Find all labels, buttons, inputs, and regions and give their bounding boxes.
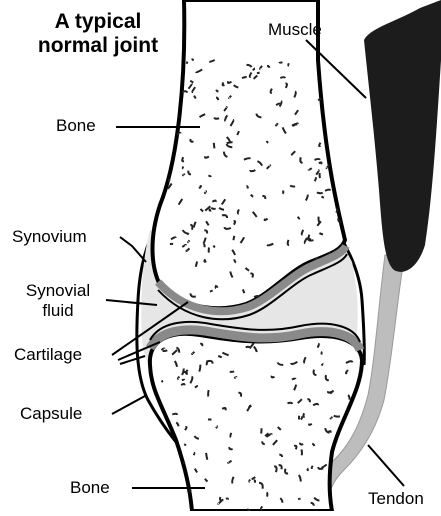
bone-speckle [163,136,166,142]
bone-speckle [254,480,255,482]
bone-speckle [196,262,197,267]
bone-speckle [337,124,343,126]
bone-speckle [319,233,323,234]
label-cartilage: Cartilage [14,345,82,365]
bone-speckle [328,81,330,83]
bone-speckle [214,143,215,149]
bone-speckle [299,416,300,420]
bone-speckle [325,190,330,191]
bone-speckle [234,236,235,240]
bone-speckle [163,350,168,351]
bone-speckle [230,433,231,437]
title-line-1: A typical [18,10,178,34]
bone-speckle [214,246,215,248]
bone-speckle [234,221,236,225]
bone-speckle [309,424,312,425]
label-muscle: Muscle [268,20,322,40]
bone-speckle [257,73,260,74]
bone-speckle [320,173,321,178]
bone-speckle [250,170,255,171]
bone-speckle [194,453,195,456]
label-bone-top: Bone [56,116,96,136]
bone-speckle [226,498,228,499]
lower-bone [150,334,362,511]
bone-speckle [206,453,207,460]
bone-speckle [327,431,330,432]
bone-speckle [166,91,168,95]
bone-speckle [301,450,302,456]
bone-speckle [187,62,188,64]
bone-speckle [290,186,295,187]
bone-speckle [315,177,316,181]
bone-speckle [340,63,343,64]
leader-tendon [368,445,404,486]
bone-speckle [331,129,335,133]
bone-speckle [207,361,208,366]
bone-speckle [210,291,213,292]
bone-speckle [205,156,209,158]
muscle-shape [364,0,441,272]
bone-speckle [161,381,163,382]
label-bone-bottom: Bone [70,478,110,498]
bone-speckle [288,63,289,66]
label-capsule: Capsule [20,404,82,424]
bone-speckle [218,356,222,357]
bone-speckle [208,176,210,177]
bone-speckle [341,478,345,480]
bone-speckle [357,466,362,469]
bone-speckle [336,209,337,212]
bone-speckle [319,143,320,146]
bone-speckle [280,62,283,63]
bone-speckle [242,77,247,78]
bone-speckle [317,192,323,193]
bone-speckle [152,425,155,429]
bone-speckle [322,196,324,197]
leader-capsule [112,396,145,414]
bone-speckle [313,404,318,405]
bone-speckle [321,352,322,355]
label-synovium: Synovium [12,227,87,247]
label-synovial-fluid-line2: fluid [12,301,104,321]
bone-speckle [334,416,340,417]
diagram-title: A typical normal joint [18,10,178,58]
bone-speckle [341,431,343,434]
bone-speckle [172,414,177,415]
label-tendon: Tendon [368,489,424,509]
title-line-2: normal joint [18,34,178,58]
bone-speckle [212,201,215,202]
bone-speckle [326,100,328,104]
bone-speckle [163,144,167,147]
bone-speckle [179,76,181,79]
bone-speckle [343,472,347,475]
bone-speckle [227,142,233,143]
bone-speckle [328,138,332,140]
bone-speckle [336,61,340,64]
bone-speckle [182,380,185,381]
label-synovial-fluid-line1: Synovial [12,281,104,301]
bone-speckle [303,413,304,417]
bone-speckle [199,365,200,372]
label-synovial-fluid: Synovial fluid [12,281,104,321]
bone-speckle [283,191,284,194]
bone-speckle [323,83,325,88]
bone-speckle [319,217,320,224]
bone-speckle [271,89,272,93]
bone-speckle [181,384,184,385]
bone-speckle [315,159,321,160]
leader-synovium [120,237,146,262]
bone-speckle [184,444,186,445]
bone-speckle [307,468,308,471]
bone-speckle [265,219,268,221]
bone-speckle [216,286,217,289]
bone-speckle [280,77,285,78]
bone-speckle [338,166,341,170]
bone-speckle [176,71,181,74]
bone-speckle [238,209,239,213]
